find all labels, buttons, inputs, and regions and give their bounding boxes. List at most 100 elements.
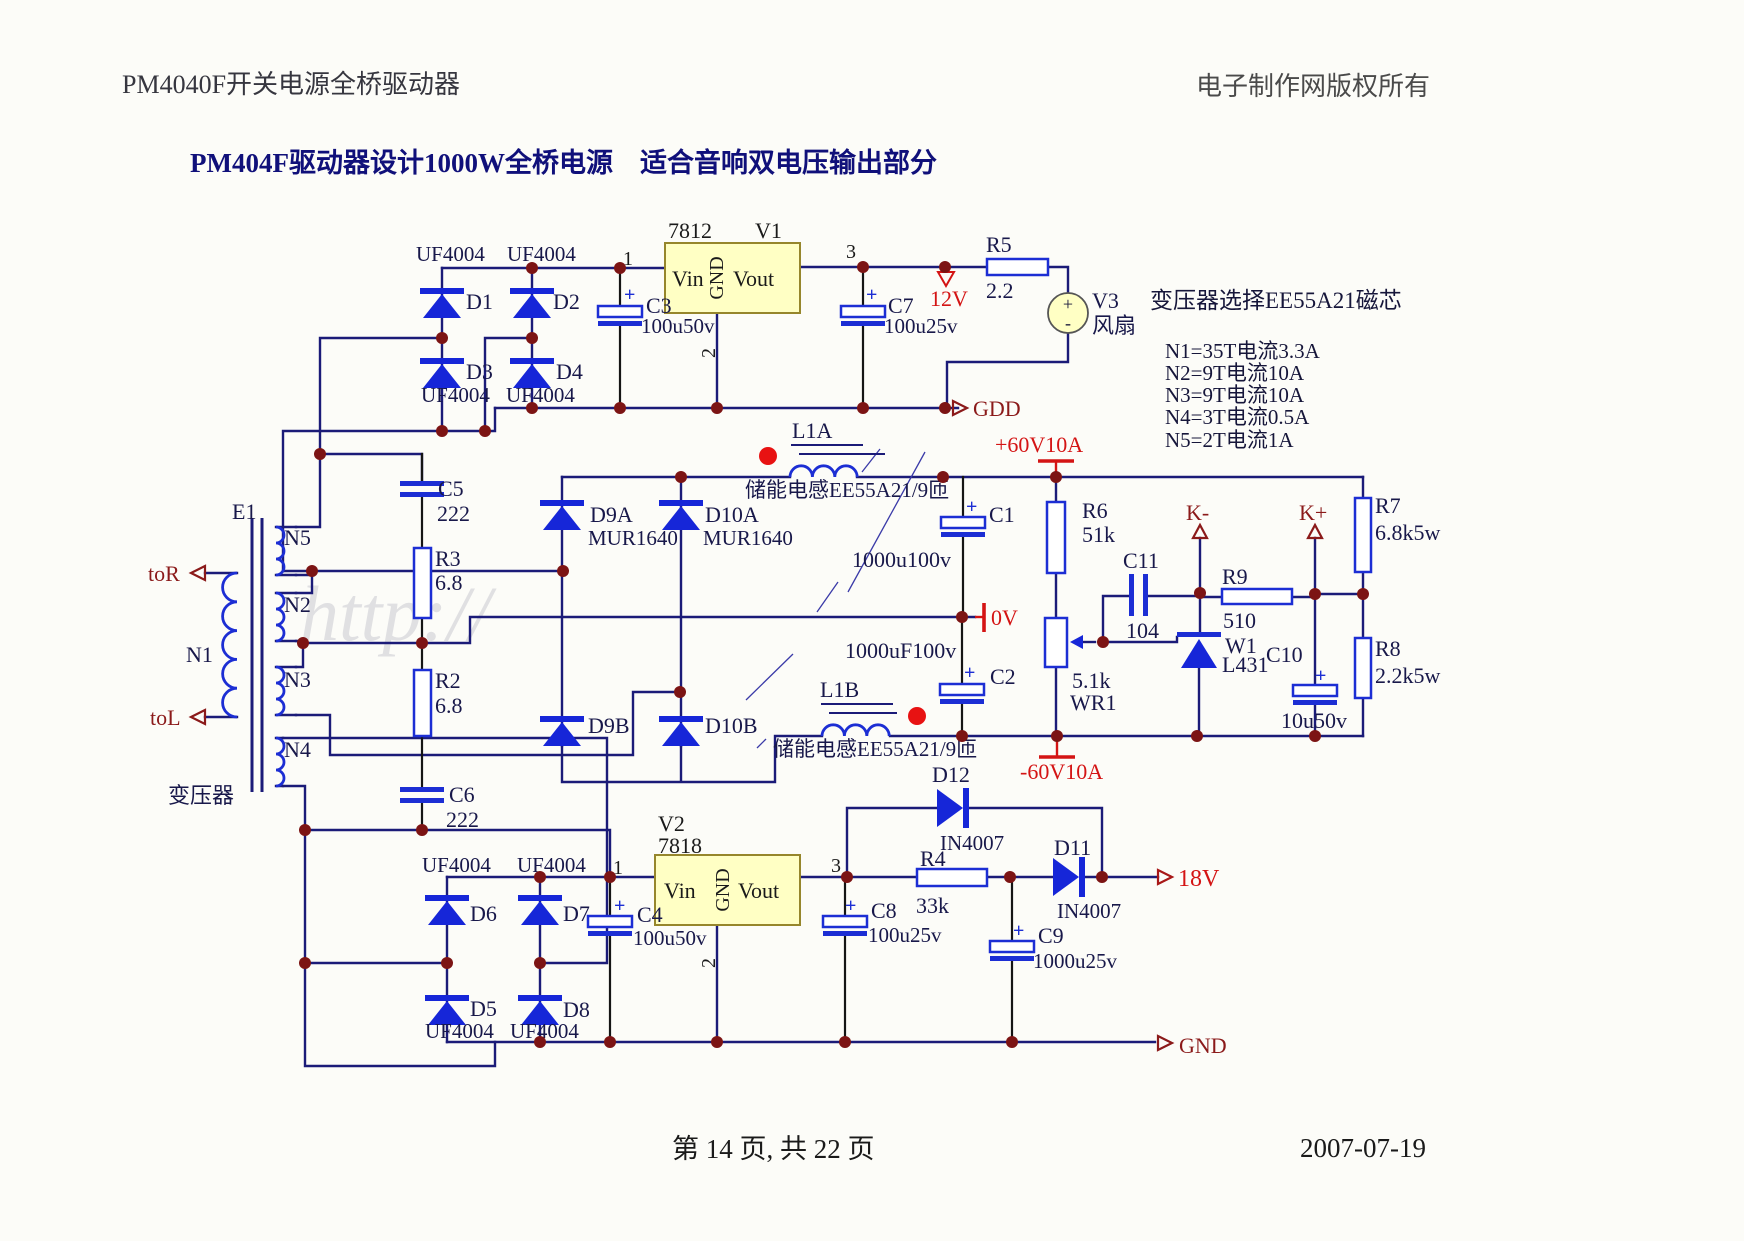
resistor-r8-val: 2.2k5w	[1375, 663, 1441, 688]
winding-n4	[275, 736, 286, 788]
capacitor-c11: C11 104	[1123, 548, 1159, 643]
resistor-r7: R7 6.8k5w	[1353, 493, 1441, 574]
capacitor-c8-val: 100u25v	[868, 923, 942, 947]
winding-n1-label: N1	[186, 642, 213, 667]
capacitor-c7-polarity: +	[866, 284, 877, 306]
diode-d8: D8 UF4004	[510, 995, 590, 1043]
inductor-l1a-desc: 储能电感EE55A21/9匝	[745, 478, 949, 502]
resistor-r8-ref: R8	[1375, 636, 1401, 661]
port-gdd-label: GDD	[973, 396, 1021, 421]
diode-d4: D4 UF4004	[506, 358, 583, 407]
capacitor-c4-ref: C4	[637, 902, 663, 927]
diode-d5: D5 UF4004	[425, 995, 497, 1043]
regulator-v2-vout: Vout	[738, 878, 779, 903]
capacitor-c2: + C2 1000uF100v	[845, 638, 1016, 704]
diode-d12: D12 IN4007	[932, 762, 1004, 855]
port-toL-label: toL	[150, 705, 181, 730]
winding-n1	[221, 571, 238, 719]
fan-v3-name: 风扇	[1092, 313, 1136, 338]
diode-d4-part: UF4004	[506, 383, 575, 407]
junction-dots	[297, 261, 1369, 1048]
capacitor-c5-ref: C5	[438, 476, 464, 501]
diode-d10a: D10A MUR1640	[659, 500, 793, 550]
diode-d7-ref: D7	[563, 901, 590, 926]
port-k-plus-label: K+	[1299, 500, 1327, 525]
capacitor-c1-polarity: +	[966, 496, 977, 518]
capacitor-c10-ref: C10	[1266, 642, 1303, 667]
shunt-w1-ref: W1	[1225, 633, 1257, 658]
diode-d10a-ref: D10A	[705, 502, 759, 527]
diode-d11-part: IN4007	[1057, 899, 1121, 923]
note-winding-n3: N3=9T电流10A	[1165, 383, 1305, 407]
net-0v-label: 0V	[991, 605, 1018, 630]
capacitor-c6-val: 222	[446, 807, 479, 832]
resistor-r6-ref: R6	[1082, 498, 1108, 523]
resistor-r2-ref: R2	[435, 668, 461, 693]
page-header-copyright: 电子制作网版权所有	[1196, 72, 1430, 101]
resistor-r5-ref: R5	[986, 232, 1012, 257]
capacitor-c10-val: 10u50v	[1281, 708, 1347, 733]
inductor-l1b-desc: 储能电感EE55A21/9匝	[773, 737, 977, 761]
resistor-r2: R2 6.8	[412, 668, 463, 738]
resistor-r2-val: 6.8	[435, 693, 463, 718]
footer-date: 2007-07-19	[1300, 1133, 1426, 1163]
capacitor-c1-val: 1000u100v	[852, 547, 951, 572]
note-winding-n5: N5=2T电流1A	[1165, 428, 1294, 452]
capacitor-c10-polarity: +	[1315, 665, 1326, 687]
potentiometer-wr1-ref: WR1	[1070, 690, 1116, 715]
capacitor-c9-val: 1000u25v	[1033, 949, 1118, 973]
capacitor-leads	[420, 265, 1014, 1044]
winding-n3	[275, 665, 286, 717]
polarity-dot-l1b	[908, 707, 926, 725]
diode-d7-part: UF4004	[517, 853, 586, 877]
shunt-regulator-w1: W1 L431	[1177, 632, 1268, 677]
regulator-v1-pin1: 1	[623, 248, 633, 270]
regulator-v1-vout: Vout	[733, 266, 774, 291]
diode-d9a: D9A MUR1640	[540, 500, 678, 550]
regulator-v2-pin1: 1	[613, 857, 623, 879]
capacitor-c3: + C3 100u50v	[596, 284, 715, 338]
capacitor-c11-ref: C11	[1123, 548, 1159, 573]
capacitor-c3-val: 100u50v	[641, 314, 715, 338]
net-12v-label: 12V	[930, 286, 968, 311]
diode-d10a-part: MUR1640	[703, 526, 793, 550]
resistor-r9-val: 510	[1223, 608, 1256, 633]
diode-d1-ref: D1	[466, 289, 493, 314]
capacitor-c7-ref: C7	[888, 293, 914, 318]
transformer-notes: 变压器选择EE55A21磁芯 N1=35T电流3.3A N2=9T电流10A N…	[1150, 288, 1402, 452]
winding-n5-label: N5	[284, 525, 311, 550]
note-winding-n2: N2=9T电流10A	[1165, 361, 1305, 385]
port-k-minus: K-	[1186, 500, 1209, 540]
inductor-l1b-ref: L1B	[820, 677, 859, 702]
regulator-v2: V2 7818 Vin GND Vout 1 2 3	[613, 811, 841, 968]
regulator-v2-vin: Vin	[664, 878, 696, 903]
net-12v: 12V	[930, 271, 968, 311]
port-toR: toR	[148, 561, 207, 586]
diode-d5-ref: D5	[470, 996, 497, 1021]
capacitor-c2-val: 1000uF100v	[845, 638, 956, 663]
regulator-v1-vin: Vin	[672, 266, 704, 291]
note-winding-n1: N1=35T电流3.3A	[1165, 339, 1321, 363]
net-p60-label: +60V10A	[995, 432, 1083, 457]
transformer-ref: E1	[232, 499, 256, 524]
resistor-r3-ref: R3	[435, 546, 461, 571]
diode-d11-ref: D11	[1054, 835, 1091, 860]
resistor-r4-ref: R4	[920, 846, 946, 871]
diode-d9b: D9B	[540, 713, 630, 746]
winding-n2	[275, 591, 286, 643]
winding-n3-label: N3	[284, 667, 311, 692]
diode-d12-ref: D12	[932, 762, 970, 787]
capacitor-c8: + C8 100u25v	[821, 895, 942, 947]
diode-d6-ref: D6	[470, 901, 497, 926]
diode-d1-part: UF4004	[416, 242, 485, 266]
port-k-plus: K+	[1299, 500, 1327, 540]
port-k-minus-label: K-	[1186, 500, 1209, 525]
capacitor-c8-ref: C8	[871, 898, 897, 923]
capacitor-c7-val: 100u25v	[884, 314, 958, 338]
regulator-v2-pin2: 2	[698, 958, 720, 968]
winding-n2-label: N2	[284, 592, 311, 617]
net-0v: 0V	[975, 603, 1018, 632]
diode-d10b: D10B	[659, 713, 758, 746]
polarity-dot-l1a	[759, 447, 777, 465]
resistor-r4-val: 33k	[916, 893, 949, 918]
